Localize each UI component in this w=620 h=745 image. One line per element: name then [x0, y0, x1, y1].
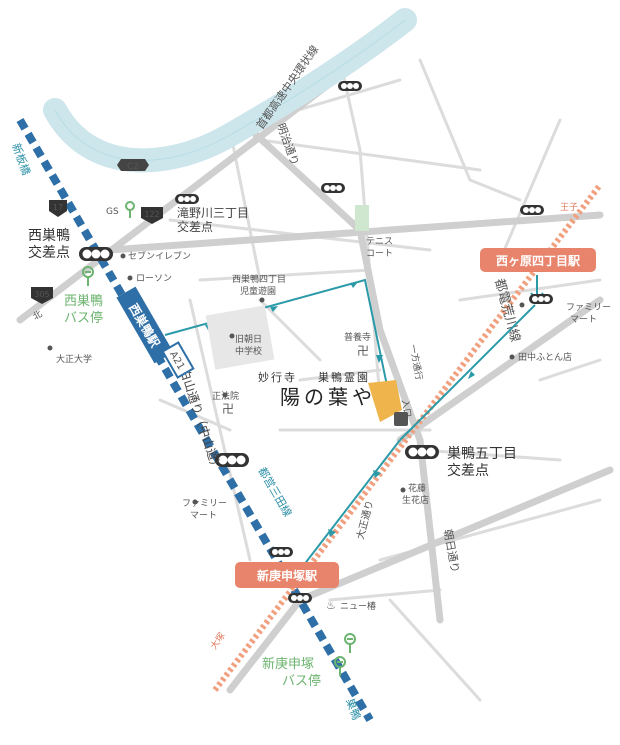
sugamo-cemetery-label: 巣鴨霊園: [318, 370, 370, 384]
a21-badge: A21: [161, 341, 195, 379]
mita-line-label: 都営三田線: [255, 465, 295, 520]
c2-badge: C2: [117, 159, 149, 172]
tanaka-label: 田中ふとん店: [518, 351, 572, 363]
shinkoshinzuka-station-badge: 新庚申塚駅: [235, 562, 339, 588]
mita-line: [16, 117, 374, 723]
nishisugamo-intersection-label: 西巣鴨交差点: [28, 228, 70, 261]
shinkoshinzuka-bus-stop-label: 新庚申塚バス停: [262, 656, 321, 689]
destination-area: [368, 380, 402, 422]
old-school-block: [205, 305, 275, 370]
destination-name: 陽の葉や: [280, 385, 376, 409]
tennis-label: テニスコート: [366, 236, 393, 259]
taisho-univ-label: 大正大学: [56, 353, 92, 365]
seven-eleven-label: セブンイレブン: [128, 250, 191, 262]
taisho-dori-label: 大正通り: [353, 499, 376, 541]
sugamo5-intersection-label: 巣鴨五丁目交差点: [447, 446, 517, 479]
traffic-signal-icon-large: [405, 445, 439, 459]
familymart-east-label: ファミリーマート: [566, 303, 611, 325]
bath-label: ニュー椿: [340, 600, 376, 612]
to-shinitabashi-label: 新板橋: [9, 141, 33, 177]
highway-inner: [54, 19, 406, 161]
to-otsuka-label: 大塚: [208, 630, 228, 652]
familymart-west-label: ファミリーマート: [182, 499, 227, 521]
takinogawa-intersection-label: 滝野川三丁目交差点: [177, 206, 249, 234]
one-way-label: 一方通行: [407, 343, 425, 381]
flower-shop-label: 花藤生花店: [402, 482, 429, 506]
traffic-signal-icon: [269, 547, 293, 557]
lawson-label: ローソン: [136, 274, 172, 284]
landmark-dots: [47, 253, 525, 505]
gs-pin-icon: [125, 201, 135, 218]
entrance-label: 入口: [399, 399, 413, 419]
bus-stop-icon: [334, 656, 346, 676]
bus-stop-icon: [82, 266, 94, 286]
svg-text:122: 122: [144, 210, 159, 219]
traffic-signal-icon-large: [215, 453, 249, 467]
nishisugamo-bus-stop-label: 西巣鴨バス停: [64, 294, 103, 326]
bath-icon: ♨: [326, 599, 336, 612]
svg-text:西ヶ原四丁目駅: 西ヶ原四丁目駅: [496, 254, 581, 268]
svg-text:新庚申塚駅: 新庚申塚駅: [257, 568, 318, 583]
traffic-signal-icon: [520, 205, 544, 215]
parking-label: P: [398, 415, 404, 426]
park-label: 西巣鴨四丁目児童遊園: [232, 273, 286, 297]
traffic-signal-icon: [288, 593, 312, 603]
parking-badge: [394, 412, 408, 426]
myogyoji-label: 妙行寺: [258, 370, 297, 384]
traffic-signal-icon: [321, 183, 345, 193]
shohoin-label: 正法院: [212, 390, 239, 402]
to-oji-label: 王子: [560, 202, 578, 213]
traffic-signal-icon: [175, 194, 199, 204]
bus-stop-icon: [344, 633, 356, 653]
old-school-label: 旧朝日中学校: [235, 334, 262, 357]
fuyoji-label: 普養寺: [344, 331, 371, 343]
svg-text:305: 305: [34, 290, 49, 299]
svg-text:17: 17: [53, 203, 63, 212]
traffic-signal-icon-large: [79, 247, 113, 261]
tennis-court-block: [355, 205, 369, 231]
gs-label: GS: [106, 207, 119, 217]
route-305-badge: 305: [31, 287, 53, 304]
temple-icon: 卍: [357, 344, 369, 358]
route-17-badge: 17: [49, 200, 67, 217]
temple-icon: 卍: [222, 402, 234, 416]
nishigahara-station-badge: 西ヶ原四丁目駅: [480, 248, 596, 272]
svg-text:C2: C2: [127, 162, 139, 172]
route-122-badge: 122: [141, 207, 163, 224]
minor-roads: [158, 58, 602, 702]
traffic-signal-icon: [338, 81, 362, 91]
traffic-signal-icon: [529, 294, 553, 304]
